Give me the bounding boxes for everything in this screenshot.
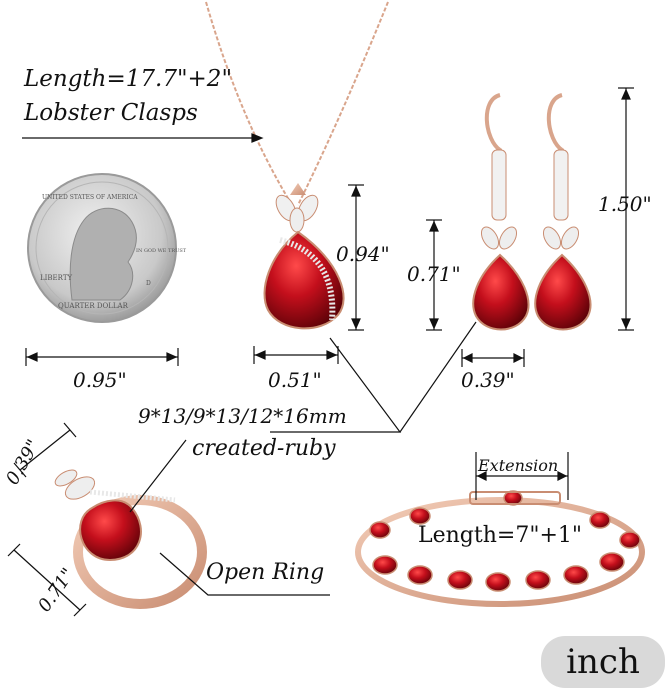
clasp-label: Lobster Clasps	[24, 100, 198, 126]
pendant-width-label: 0.51"	[268, 368, 322, 392]
stone-material-label: created-ruby	[192, 436, 336, 461]
necklace-pendant	[263, 183, 345, 330]
coin-liberty-text: LIBERTY	[40, 274, 73, 282]
earring-width-label: 0.39"	[461, 368, 515, 392]
earring-drop-label: 0.71"	[407, 262, 461, 286]
earring-right	[534, 93, 592, 331]
coin-diameter-label: 0.95"	[73, 368, 127, 392]
quarter-coin	[27, 173, 177, 323]
bracelet-length-label: Length=7"+1"	[418, 523, 582, 548]
stone-sizes-label: 9*13/9*13/12*16mm	[138, 404, 347, 428]
necklace-chain	[205, 1, 389, 206]
open-ring	[54, 469, 207, 609]
coin-mint-mark: D	[146, 280, 151, 287]
bracelet	[355, 490, 645, 607]
open-ring-label: Open Ring	[206, 560, 325, 585]
coin-bottom-text: QUARTER DOLLAR	[58, 302, 128, 310]
unit-badge: inch	[541, 636, 665, 688]
necklace-length-label: Length=17.7"+2"	[24, 66, 233, 92]
pendant-height-label: 0.94"	[336, 242, 390, 266]
extension-label: Extension	[478, 456, 559, 475]
earring-left	[472, 93, 530, 331]
earring-total-label: 1.50"	[598, 192, 652, 216]
dimension-lines	[7, 87, 634, 617]
coin-motto-text: IN GOD WE TRUST	[136, 248, 187, 254]
coin-top-text: UNITED STATES OF AMERICA	[42, 194, 138, 201]
